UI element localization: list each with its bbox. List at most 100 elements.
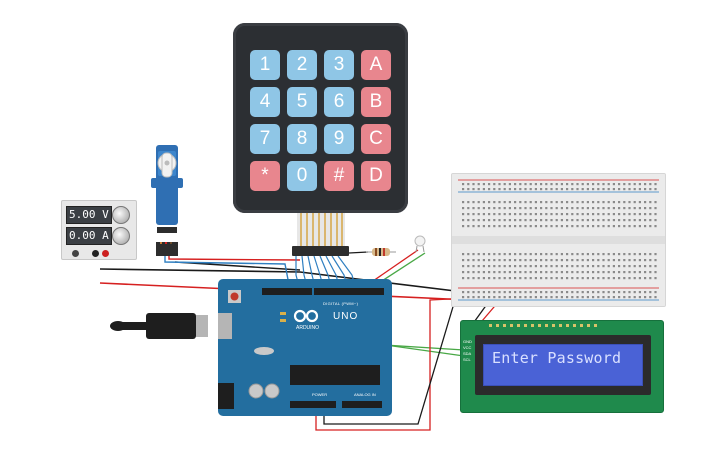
breadboard-hole[interactable]: [503, 183, 506, 186]
breadboard-hole[interactable]: [462, 219, 465, 222]
breadboard-hole[interactable]: [524, 277, 527, 280]
breadboard-hole[interactable]: [581, 225, 584, 228]
breadboard-hole[interactable]: [571, 225, 574, 228]
breadboard-hole[interactable]: [540, 213, 543, 216]
breadboard-hole[interactable]: [555, 225, 558, 228]
breadboard-hole[interactable]: [592, 253, 595, 256]
breadboard-hole[interactable]: [534, 265, 537, 268]
breadboard-hole[interactable]: [638, 201, 641, 204]
breadboard-hole[interactable]: [472, 207, 475, 210]
breadboard-hole[interactable]: [545, 296, 548, 299]
breadboard-hole[interactable]: [649, 265, 652, 268]
breadboard-hole[interactable]: [576, 296, 579, 299]
breadboard-hole[interactable]: [597, 183, 600, 186]
breadboard-hole[interactable]: [560, 183, 563, 186]
keypad-key-a[interactable]: A: [361, 50, 391, 80]
wire-bottom-black[interactable]: [323, 299, 456, 425]
breadboard-hole[interactable]: [576, 225, 579, 228]
breadboard-hole[interactable]: [566, 271, 569, 274]
breadboard-hole[interactable]: [498, 225, 501, 228]
breadboard-hole[interactable]: [638, 225, 641, 228]
breadboard-hole[interactable]: [493, 277, 496, 280]
breadboard-hole[interactable]: [508, 296, 511, 299]
breadboard-hole[interactable]: [602, 259, 605, 262]
breadboard-hole[interactable]: [612, 259, 615, 262]
breadboard-hole[interactable]: [597, 253, 600, 256]
breadboard-hole[interactable]: [644, 265, 647, 268]
breadboard-hole[interactable]: [540, 271, 543, 274]
breadboard-hole[interactable]: [555, 219, 558, 222]
breadboard-hole[interactable]: [633, 219, 636, 222]
breadboard-hole[interactable]: [488, 291, 491, 294]
breadboard-hole[interactable]: [581, 188, 584, 191]
breadboard-hole[interactable]: [540, 188, 543, 191]
breadboard-hole[interactable]: [586, 183, 589, 186]
breadboard-hole[interactable]: [508, 213, 511, 216]
breadboard-hole[interactable]: [628, 201, 631, 204]
breadboard-hole[interactable]: [586, 253, 589, 256]
breadboard-hole[interactable]: [560, 277, 563, 280]
breadboard-hole[interactable]: [654, 201, 657, 204]
breadboard-hole[interactable]: [560, 207, 563, 210]
keypad-key-7[interactable]: 7: [250, 124, 280, 154]
breadboard-hole[interactable]: [508, 253, 511, 256]
breadboard-hole[interactable]: [540, 253, 543, 256]
breadboard-hole[interactable]: [623, 277, 626, 280]
breadboard-hole[interactable]: [462, 253, 465, 256]
breadboard-hole[interactable]: [503, 277, 506, 280]
breadboard-hole[interactable]: [555, 265, 558, 268]
breadboard-hole[interactable]: [508, 291, 511, 294]
breadboard-hole[interactable]: [654, 296, 657, 299]
breadboard-hole[interactable]: [550, 207, 553, 210]
breadboard-hole[interactable]: [503, 225, 506, 228]
breadboard-hole[interactable]: [472, 219, 475, 222]
breadboard-hole[interactable]: [493, 265, 496, 268]
breadboard-hole[interactable]: [493, 291, 496, 294]
breadboard-hole[interactable]: [576, 183, 579, 186]
breadboard-hole[interactable]: [550, 265, 553, 268]
breadboard-hole[interactable]: [628, 219, 631, 222]
breadboard-hole[interactable]: [550, 225, 553, 228]
breadboard-hole[interactable]: [649, 201, 652, 204]
breadboard-hole[interactable]: [529, 213, 532, 216]
breadboard-hole[interactable]: [644, 296, 647, 299]
breadboard-hole[interactable]: [524, 219, 527, 222]
breadboard-hole[interactable]: [628, 271, 631, 274]
breadboard-hole[interactable]: [633, 265, 636, 268]
breadboard-hole[interactable]: [477, 296, 480, 299]
breadboard-hole[interactable]: [602, 201, 605, 204]
breadboard-hole[interactable]: [467, 259, 470, 262]
breadboard-hole[interactable]: [477, 253, 480, 256]
breadboard-hole[interactable]: [612, 207, 615, 210]
breadboard-hole[interactable]: [482, 271, 485, 274]
breadboard-hole[interactable]: [654, 207, 657, 210]
breadboard-hole[interactable]: [607, 183, 610, 186]
breadboard-hole[interactable]: [524, 291, 527, 294]
breadboard-hole[interactable]: [607, 291, 610, 294]
breadboard-hole[interactable]: [566, 265, 569, 268]
breadboard-hole[interactable]: [654, 291, 657, 294]
breadboard-hole[interactable]: [524, 259, 527, 262]
breadboard-hole[interactable]: [592, 207, 595, 210]
keypad-key-b[interactable]: B: [361, 87, 391, 117]
breadboard-hole[interactable]: [623, 183, 626, 186]
breadboard-hole[interactable]: [649, 225, 652, 228]
breadboard-hole[interactable]: [498, 296, 501, 299]
breadboard-hole[interactable]: [462, 225, 465, 228]
breadboard-hole[interactable]: [482, 259, 485, 262]
breadboard-hole[interactable]: [488, 259, 491, 262]
breadboard-hole[interactable]: [654, 271, 657, 274]
breadboard-hole[interactable]: [493, 225, 496, 228]
breadboard-hole[interactable]: [592, 296, 595, 299]
breadboard-hole[interactable]: [519, 183, 522, 186]
breadboard-hole[interactable]: [597, 259, 600, 262]
breadboard-hole[interactable]: [508, 219, 511, 222]
breadboard-hole[interactable]: [602, 265, 605, 268]
breadboard-hole[interactable]: [534, 271, 537, 274]
breadboard-hole[interactable]: [545, 265, 548, 268]
breadboard-hole[interactable]: [498, 183, 501, 186]
breadboard-hole[interactable]: [654, 253, 657, 256]
breadboard-hole[interactable]: [514, 265, 517, 268]
breadboard-hole[interactable]: [519, 291, 522, 294]
keypad-key-9[interactable]: 9: [324, 124, 354, 154]
